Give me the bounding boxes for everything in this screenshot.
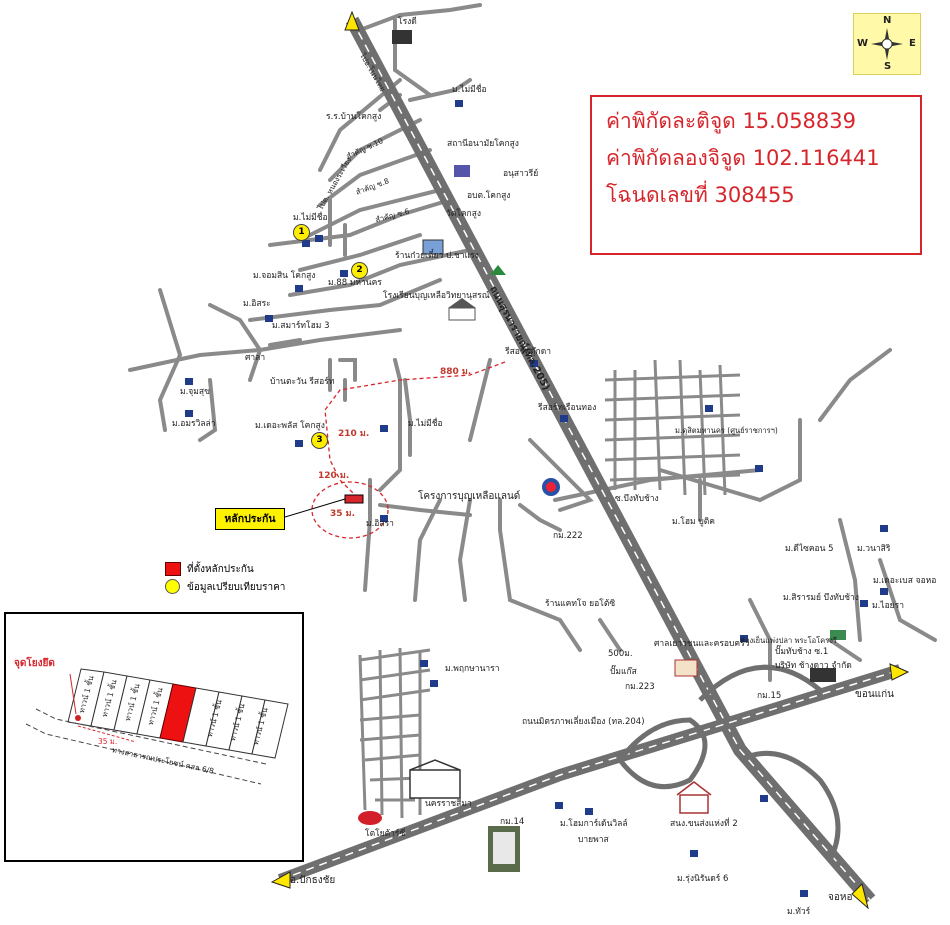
label-health: สถานีอนามัยโคกสูง <box>447 139 519 149</box>
highway-205 <box>345 16 876 905</box>
label-amonvilla: ม.อมรวิลล่า <box>172 419 216 429</box>
label-shop: ร้านก๋วยเตี๋ยว ป.ชาแรง <box>395 251 479 261</box>
label-maimisue3: ม.ไม่มีชื่อ <box>408 419 443 429</box>
longitude-text: ค่าพิกัดลองจิจูด 102.116441 <box>606 146 880 170</box>
label-pruksa: ม.พฤกษานารา <box>445 664 500 674</box>
label-village-n2: ม.ไม่มีชื่อ <box>293 213 328 223</box>
compass-w: W <box>857 38 869 49</box>
label-mtawi: ม.ทัวร์ <box>787 907 811 917</box>
tag-pointer <box>285 498 346 518</box>
latitude-text: ค่าพิกัดละติจูด 15.058839 <box>606 109 857 133</box>
label-designcon: ม.ดีไซคอน 5 <box>785 544 834 554</box>
label-km15: กม.15 <box>757 691 782 701</box>
label-village-n: ม.ไม่มีชื่อ <box>452 85 487 95</box>
village-grid-east <box>604 359 741 496</box>
label-sno: สนง.ขนส่งแห่งที่ 2 <box>670 819 738 829</box>
label-resort-ruenthong: รีสอร์ทเรือนทอง <box>538 403 597 413</box>
label-sao-kok: อบต.โคกสูง <box>467 191 511 201</box>
inset-plot-diagram: จุดโยงยึด 35 ม. ทางสาธารณประโยชน์ คสล 6/… <box>4 612 304 862</box>
label-home-m: ม.โฮม บูติค <box>672 517 715 527</box>
label-factory: โรงดี <box>398 17 417 27</box>
label-jomsin: ม.จอมสิน โคกสูง <box>253 271 316 281</box>
label-aiyara: ม.ไอยรา <box>872 601 905 611</box>
comparable-marker-1: 1 <box>293 224 310 241</box>
label-chokchai: จอหอ <box>828 892 853 903</box>
label-boonluea: โครงการบุญเหลือแลนด์ <box>418 491 521 502</box>
label-monument: อนุสาวรีย์ <box>503 169 539 179</box>
distance-35: 35 ม. <box>330 509 356 519</box>
label-estate-ne: ม.ดุสิตมหานคร (ศูนย์ราชการฯ) <box>675 426 778 435</box>
label-mittraphap: ถนนมิตรภาพเลี่ยงเมือง (ทล.204) <box>522 717 645 727</box>
collateral-marker <box>344 494 364 504</box>
comparable-marker-3: 3 <box>311 432 328 449</box>
coordinate-box: ค่าพิกัดละติจูด 15.058839 ค่าพิกัดลองจิจ… <box>590 95 922 255</box>
minor-roads <box>128 3 937 682</box>
label-nakhon: นครราชสีมา <box>425 799 472 809</box>
label-wana: ม.วนาสิริ <box>857 544 891 554</box>
label-resort-dukda: รีสอร์ทดุ๊กดา <box>505 347 551 357</box>
house-icons <box>185 100 888 897</box>
highway-204 <box>277 664 902 886</box>
inset-drawing <box>25 668 289 785</box>
compass-e: E <box>909 38 916 49</box>
label-police: ร.ร.บ้านโคกสูง <box>326 112 382 122</box>
label-ban-tawan: บ้านตะวัน รีสอร์ท <box>270 377 335 387</box>
label-ptt: ปั๊มทับช้าง ซ.1 <box>775 647 829 657</box>
landmarks <box>358 30 846 872</box>
label-home-garden: ม.โฮมการ์เด้นวิลล์ <box>560 819 628 829</box>
compass-icon <box>871 28 903 60</box>
label-frozen: ห้องเย็นแพ่งปลา พระโอโครงรี <box>740 636 837 645</box>
yellow-circle-icon <box>165 579 180 594</box>
collateral-tag: หลักประกัน <box>215 508 285 530</box>
route-to-collateral <box>311 361 506 539</box>
label-km14: กม.14 <box>500 817 525 827</box>
label-khon-kaen: ขอนแก่น <box>855 689 895 700</box>
inset-anchor-label: จุดโยงยึด <box>14 658 55 669</box>
label-the-plus: ม.เดอะพลัส โคกสูง <box>255 421 325 431</box>
label-hub: ร้านแคทโจ ยอโต้ซิ <box>545 599 616 609</box>
label-siram: ม.สิรารมย์ บึงทับช้าง <box>783 593 859 603</box>
label-km222: กม.222 <box>553 531 583 541</box>
deed-number-text: โฉนดเลขที่ 308455 <box>606 183 795 207</box>
distance-210: 210 ม. <box>338 429 370 439</box>
label-jumsuk: ม.จุมสุข <box>180 387 210 397</box>
comparable-marker-2: 2 <box>351 262 368 279</box>
label-temple: วัดโคกสูง <box>446 209 482 219</box>
village-grid-west <box>358 647 431 819</box>
compass-rose: N S E W <box>853 13 921 75</box>
label-sala: ศาลา <box>245 353 266 363</box>
compass-n: N <box>883 15 892 26</box>
label-rungnirun: ม.รุ่งนิรันดร์ 6 <box>677 874 729 884</box>
label-soi-bueng: ซ.บึงทับช้าง <box>615 494 659 504</box>
red-square-icon <box>165 562 181 576</box>
label-isara2: ม.อิสรา <box>366 519 394 529</box>
road-end-arrows <box>270 10 910 910</box>
label-pak-thongchai: อ.ปักธงชัย <box>290 875 336 886</box>
label-km223: กม.223 <box>625 682 655 692</box>
distance-120: 120 ม. <box>318 471 350 481</box>
label-m88: ม.88 มหานคร <box>328 278 382 288</box>
label-company: บริษัท ช้างดาว จำกัด <box>775 661 852 671</box>
compass-s: S <box>884 61 892 72</box>
label-bypass: บายพาส <box>578 835 609 845</box>
inset-dist-label: 35 ม. <box>98 737 118 746</box>
label-toyota: โตโยต้าร์ซี่ <box>365 829 406 839</box>
label-smarthome: ม.สมาร์ทโฮม 3 <box>272 321 330 331</box>
label-the-based: ม.เดอะเบส จอหอ <box>873 576 937 586</box>
label-isara: ม.อิสระ <box>243 299 271 309</box>
label-sala-youth: ศาลเยาวชนและครอบครัว <box>654 639 750 649</box>
distance-880: 880 ม. <box>440 367 472 377</box>
label-pump: ปั๊มแก๊ส <box>610 667 637 677</box>
label-500m: 500ม. <box>608 649 633 659</box>
label-school: โรงเรียนบุญเหลือวิทยานุสรณ์ <box>383 291 490 301</box>
